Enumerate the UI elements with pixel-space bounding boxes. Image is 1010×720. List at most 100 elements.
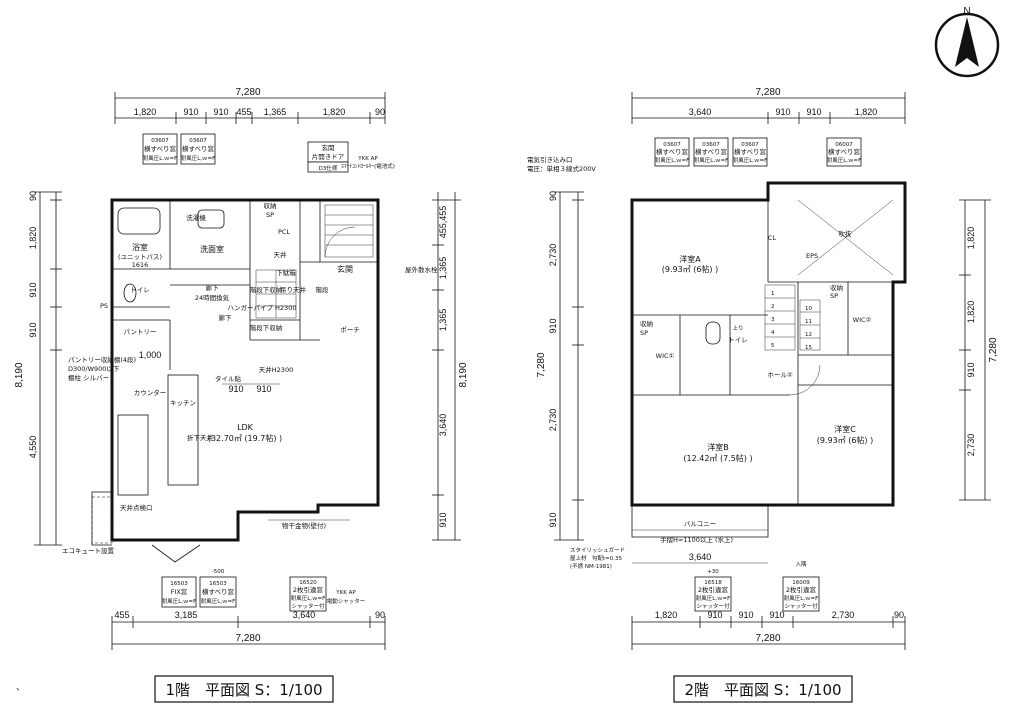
- svg-text:耐風圧L,ｗ=F: 耐風圧L,ｗ=F: [696, 594, 731, 602]
- f2-eps: EPS: [806, 252, 818, 260]
- f1-d910a: 910: [228, 384, 243, 394]
- svg-text:横すべり窓: 横すべり窓: [828, 147, 861, 156]
- f2-bottom-entry: 入隅: [795, 560, 807, 568]
- f2-left-seg-2: 910: [548, 318, 558, 333]
- f2-step-12: 12: [805, 332, 812, 338]
- svg-text:03607: 03607: [189, 138, 207, 144]
- f2-western-c-area: (9.93㎡ (6帖) ): [817, 435, 873, 445]
- f1-bottom-seg-0: 455: [114, 610, 129, 620]
- f2-top-seg-3: 1,820: [855, 107, 878, 117]
- f2-bottom-seg-3: 910: [769, 610, 784, 620]
- f2-wic2: WIC②: [853, 316, 872, 324]
- f1-title-box: 1階 平面図 S：1/100: [154, 675, 334, 703]
- svg-text:耐風圧L,ｗ=F: 耐風圧L,ｗ=F: [784, 594, 819, 602]
- f1-top-tag-1: 03607 横すべり窓 耐風圧L,ｗ=F: [180, 133, 216, 165]
- f2-left-seg-0: 90: [548, 191, 558, 201]
- f1-wic-ceiling: 天井: [274, 250, 288, 259]
- f2-western-a: 洋室A: [679, 254, 701, 264]
- floor1-plan: 7,280 1,820 910 910 455 1,365 1,820 90 0…: [14, 87, 469, 650]
- f2-top-seg-1: 910: [775, 107, 790, 117]
- f1-bottom-note2: 電動シャッター: [327, 597, 366, 605]
- f1-top-seg-6: 90: [375, 107, 385, 117]
- f1-right-seg-4: 910: [438, 512, 448, 527]
- f1-left-seg-0: 90: [28, 191, 38, 201]
- f2-step-1: 1: [771, 291, 775, 297]
- f1-pantry: パントリー: [124, 328, 157, 336]
- f2-toilet2: トイレ: [728, 336, 748, 344]
- svg-text:D3仕様: D3仕様: [319, 164, 338, 172]
- svg-text:シャッター付: シャッター付: [696, 602, 730, 610]
- f1-bottom-note: YKK AP: [335, 590, 356, 596]
- f2-left-total: 7,280: [536, 352, 547, 377]
- f1-bath-sub: (ユニットバス): [118, 253, 162, 261]
- f2-western-a-area: (9.93㎡ (6帖) ): [662, 264, 718, 274]
- f1-storage-sp2: SP: [266, 211, 274, 219]
- f2-roof-note3: (不燃 NM-1981): [570, 562, 612, 570]
- f2-stairs: [764, 284, 821, 351]
- f1-kitchen: キッチン: [170, 399, 196, 407]
- f2-bottom-seg-0: 1,820: [655, 610, 678, 620]
- svg-text:16009: 16009: [792, 580, 810, 586]
- f2-left-seg-4: 910: [548, 512, 558, 527]
- f2-fukikomi: 吹抜: [839, 229, 853, 238]
- f2-right-seg-0: 1,820: [966, 227, 976, 250]
- f1-top-seg-3: 455: [236, 107, 251, 117]
- f2-top-tag-3: 06007 横すべり窓 耐風圧L,ｗ=F: [826, 137, 862, 167]
- svg-text:16520: 16520: [299, 580, 317, 586]
- f2-western-c: 洋室C: [834, 424, 856, 434]
- f1-cute-vent: 天井点検口: [120, 503, 153, 512]
- f2-step-11: 11: [805, 319, 812, 325]
- svg-text:耐風圧L,ｗ=F: 耐風圧L,ｗ=F: [162, 597, 197, 605]
- f1-top-seg-1: 910: [183, 107, 198, 117]
- f2-top-tag-2: 03607 横すべり窓 耐風圧L,ｗ=F: [732, 137, 768, 167]
- f1-bath: 浴室: [132, 242, 148, 252]
- f1-pcl: PCL: [278, 228, 290, 236]
- f1-ps: PS: [100, 302, 108, 310]
- svg-text:耐風圧L,ｗ=F: 耐風圧L,ｗ=F: [694, 156, 729, 164]
- f1-pantry-note2: D300/W900以下: [68, 365, 120, 373]
- f1-stair-storage2: 階段下収納: [250, 323, 283, 332]
- svg-text:横すべり窓: 横すべり窓: [144, 144, 177, 153]
- f2-power-note2: 電圧：単相３線式200V: [527, 164, 596, 173]
- f2-inner-width: 3,640: [689, 552, 712, 562]
- svg-text:横すべり窓: 横すべり窓: [695, 147, 728, 156]
- f2-step-2: 2: [771, 304, 775, 310]
- f2-step-5: 5: [771, 343, 775, 349]
- f2-balcony-note: 手摺H=1100以上 (水上): [660, 535, 733, 544]
- f2-balcony: バルコニー: [684, 520, 716, 528]
- f2-left-seg-3: 2,730: [548, 409, 558, 432]
- f1-floor-ceiling: 吊り天井: [280, 285, 307, 294]
- f2-bottom-plus: +30: [707, 569, 719, 575]
- f2-top-seg-0: 3,640: [689, 107, 712, 117]
- compass-label: N: [963, 6, 970, 17]
- f1-title: 1階 平面図 S：1/100: [165, 681, 322, 699]
- f1-hall: 廊下: [206, 283, 220, 292]
- f2-hall2: ホール②: [767, 371, 793, 379]
- f2-storage2b: SP: [830, 292, 838, 300]
- north-compass-icon: N: [934, 6, 1000, 78]
- f1-top-seg-0: 1,820: [134, 107, 157, 117]
- f1-outdoor-faucet: 屋外散水栓: [405, 265, 438, 274]
- svg-text:2枚引違窓: 2枚引違窓: [293, 585, 324, 594]
- f1-top-seg-4: 1,365: [264, 107, 287, 117]
- f2-storage2: 収納: [830, 283, 843, 292]
- f1-bottom-seg-1: 3,185: [175, 610, 198, 620]
- f2-western-b-area: (12.42㎡ (7.5帖) ): [683, 453, 752, 463]
- f2-left-seg-1: 2,730: [548, 244, 558, 267]
- f2-right-seg-3: 2,730: [966, 434, 976, 457]
- f1-entrance: 玄関: [337, 264, 353, 274]
- f2-bottom-seg-5: 90: [894, 610, 904, 620]
- f1-d1000: 1,000: [139, 350, 162, 360]
- svg-text:片開きドア: 片開きドア: [312, 152, 345, 161]
- f1-mirror-note: タイル貼: [215, 374, 242, 383]
- f2-power-note1: 電気引き込み口: [527, 155, 573, 164]
- f1-wash-fixture: 洗濯機: [186, 213, 206, 222]
- svg-text:2枚引違窓: 2枚引違窓: [698, 585, 729, 594]
- f2-wic1: WIC①: [656, 352, 675, 360]
- f2-bottom-seg-2: 910: [738, 610, 753, 620]
- f1-left-seg-1: 1,820: [28, 227, 38, 250]
- svg-text:横すべり窓: 横すべり窓: [202, 587, 235, 596]
- svg-text:03607: 03607: [663, 142, 681, 148]
- f1-bath-size: 1616: [132, 261, 149, 269]
- svg-text:耐風圧L,ｗ=F: 耐風圧L,ｗ=F: [201, 597, 236, 605]
